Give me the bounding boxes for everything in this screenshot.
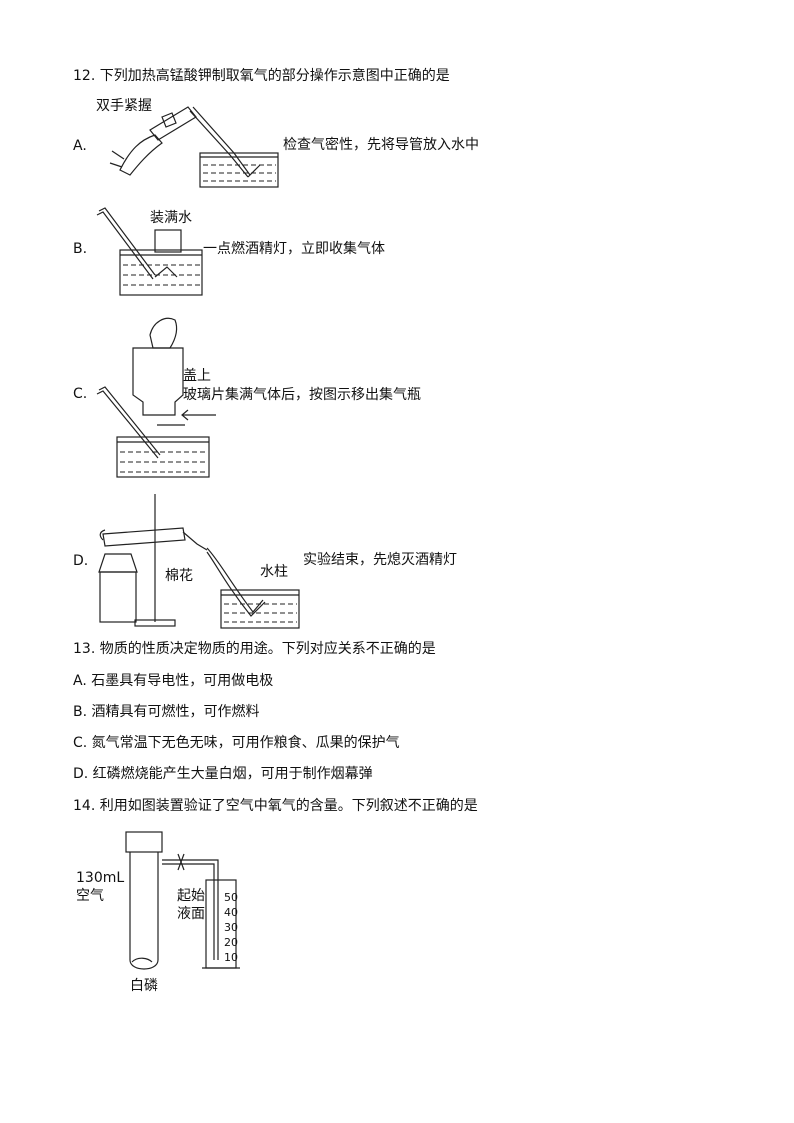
bottle-full-water-label: 装满水 xyxy=(150,210,192,226)
q12-option-b-desc: 一点燃酒精灯，立即收集气体 xyxy=(203,241,385,257)
scale-20: 20 xyxy=(224,936,238,949)
q12-option-d-desc: 实验结束，先熄灭酒精灯 xyxy=(303,552,457,568)
heating-apparatus-diagram xyxy=(98,494,300,629)
q13-stem: 13. 物质的性质决定物质的用途。下列对应关系不正确的是 xyxy=(73,641,436,657)
water-column-label: 水柱 xyxy=(260,564,288,580)
start-level-label-2: 液面 xyxy=(177,906,205,922)
scale-10: 10 xyxy=(224,951,238,964)
gas-collection-diagram xyxy=(96,207,203,296)
q12-stem: 12. 下列加热高锰酸钾制取氧气的部分操作示意图中正确的是 xyxy=(73,68,450,84)
q13-option-c: C. 氮气常温下无色无味，可用作粮食、瓜果的保护气 xyxy=(73,735,400,751)
remove-gas-bottle-diagram xyxy=(96,317,210,478)
q12-option-c-desc: 玻璃片集满气体后，按图示移出集气瓶 xyxy=(183,387,421,403)
move-direction-arrow-icon xyxy=(181,409,216,421)
q14-stem: 14. 利用如图装置验证了空气中氧气的含量。下列叙述不正确的是 xyxy=(73,798,478,814)
q12-option-d-letter: D. xyxy=(73,553,89,569)
scale-40: 40 xyxy=(224,906,238,919)
q13-option-d: D. 红磷燃烧能产生大量白烟，可用于制作烟幕弹 xyxy=(73,766,373,782)
q12-option-b-letter: B. xyxy=(73,241,88,257)
hand-grip-label: 双手紧握 xyxy=(96,98,152,114)
cover-label: 盖上 xyxy=(183,368,211,384)
q13-option-a: A. 石墨具有导电性，可用做电极 xyxy=(73,673,274,689)
air-volume-label: 130mL xyxy=(76,870,125,886)
air-label: 空气 xyxy=(76,888,104,904)
oxygen-content-apparatus-diagram xyxy=(125,831,240,970)
q12-option-a-letter: A. xyxy=(73,138,87,154)
white-phosphorus-label: 白磷 xyxy=(130,978,158,994)
cotton-label: 棉花 xyxy=(165,568,193,584)
q13-option-b: B. 酒精具有可燃性，可作燃料 xyxy=(73,704,260,720)
scale-50: 50 xyxy=(224,891,238,904)
q12-option-c-letter: C. xyxy=(73,386,88,402)
q12-option-a-desc: 检查气密性，先将导管放入水中 xyxy=(283,137,479,153)
scale-30: 30 xyxy=(224,921,238,934)
start-level-label-1: 起始 xyxy=(177,888,205,904)
airtightness-check-diagram xyxy=(109,106,279,188)
